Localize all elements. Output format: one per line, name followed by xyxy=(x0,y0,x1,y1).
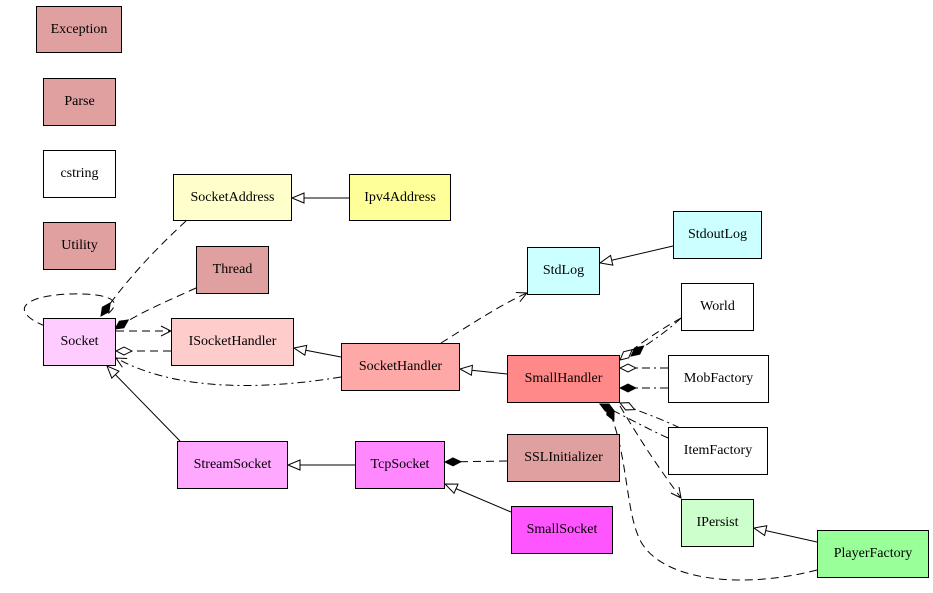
class-sockethandler-label: SocketHandler xyxy=(358,359,443,374)
class-streamsocket: StreamSocket xyxy=(177,441,288,489)
class-ipv4address: Ipv4Address xyxy=(349,174,451,221)
class-smallsocket: SmallSocket xyxy=(511,506,613,554)
class-socket-label: Socket xyxy=(60,334,99,349)
edge-itemfactory-smallhandler xyxy=(620,403,681,429)
class-exception-label: Exception xyxy=(50,21,108,37)
class-ipersist-label: IPersist xyxy=(696,515,739,530)
class-smallhandler: SmallHandler xyxy=(507,355,620,403)
edge-smallhandler-sockethandler xyxy=(460,369,508,374)
class-playerfactory: PlayerFactory xyxy=(817,530,929,578)
class-mobfactory-label: MobFactory xyxy=(683,371,754,386)
class-thread: Thread xyxy=(196,246,269,294)
edge-socket-self xyxy=(23,293,115,327)
class-isockethandler: ISocketHandler xyxy=(171,318,294,366)
class-isockethandler-label: ISocketHandler xyxy=(188,334,277,349)
class-exception: Exception xyxy=(36,6,122,53)
class-stdoutlog-label: StdoutLog xyxy=(687,227,748,242)
edge-sslinitializer-tcpsocket xyxy=(445,461,508,462)
class-streamsocket-label: StreamSocket xyxy=(193,457,272,472)
class-ipv4address-label: Ipv4Address xyxy=(364,189,436,205)
edge-playerfactory-smallhandler xyxy=(607,406,818,581)
class-mobfactory: MobFactory xyxy=(668,355,769,403)
class-socketaddress: SocketAddress xyxy=(173,174,292,221)
edge-world-smallhandler xyxy=(620,317,682,360)
class-itemfactory: ItemFactory xyxy=(668,427,768,475)
edge-sockethandler-socket xyxy=(116,358,342,386)
edge-sockethandler-isockethandler xyxy=(294,348,342,358)
class-stdlog: StdLog xyxy=(527,247,600,295)
class-stdoutlog: StdoutLog xyxy=(673,211,762,259)
class-parse: Parse xyxy=(43,78,116,126)
class-tcpsocket: TcpSocket xyxy=(355,441,445,489)
edge-streamsocket-socket xyxy=(107,366,181,442)
class-sslinitializer-label: SSLInitializer xyxy=(524,450,603,465)
class-sockethandler: SocketHandler xyxy=(341,343,460,391)
edge-thread-socket xyxy=(115,287,197,329)
class-smallhandler-label: SmallHandler xyxy=(524,371,603,386)
class-world-label: World xyxy=(700,299,735,314)
class-socketaddress-label: SocketAddress xyxy=(190,189,275,205)
class-smallsocket-label: SmallSocket xyxy=(526,522,598,537)
class-playerfactory-label: PlayerFactory xyxy=(833,546,913,561)
class-ipersist: IPersist xyxy=(681,499,754,547)
edge-world-smallhandler-2 xyxy=(631,317,682,356)
edge-smallsocket-tcpsocket xyxy=(445,484,512,513)
class-sslinitializer: SSLInitializer xyxy=(507,434,620,482)
edge-sockethandler-stdlog xyxy=(440,293,527,344)
class-world: World xyxy=(681,283,754,331)
class-tcpsocket-label: TcpSocket xyxy=(370,457,430,472)
class-parse-label: Parse xyxy=(64,94,95,109)
class-utility: Utility xyxy=(43,222,116,270)
class-cstring: cstring xyxy=(43,150,116,198)
class-itemfactory-label: ItemFactory xyxy=(683,443,753,458)
edge-smallhandler-ipersist xyxy=(619,405,681,498)
edge-playerfactory-ipersist xyxy=(754,528,818,543)
class-thread-label: Thread xyxy=(212,262,253,277)
edge-socketaddress-socket xyxy=(101,220,187,316)
class-cstring-label: cstring xyxy=(60,166,99,181)
class-stdlog-label: StdLog xyxy=(542,263,585,278)
class-utility-label: Utility xyxy=(61,238,98,253)
edge-stdoutlog-stdlog xyxy=(600,245,674,263)
class-socket: Socket xyxy=(43,318,116,366)
